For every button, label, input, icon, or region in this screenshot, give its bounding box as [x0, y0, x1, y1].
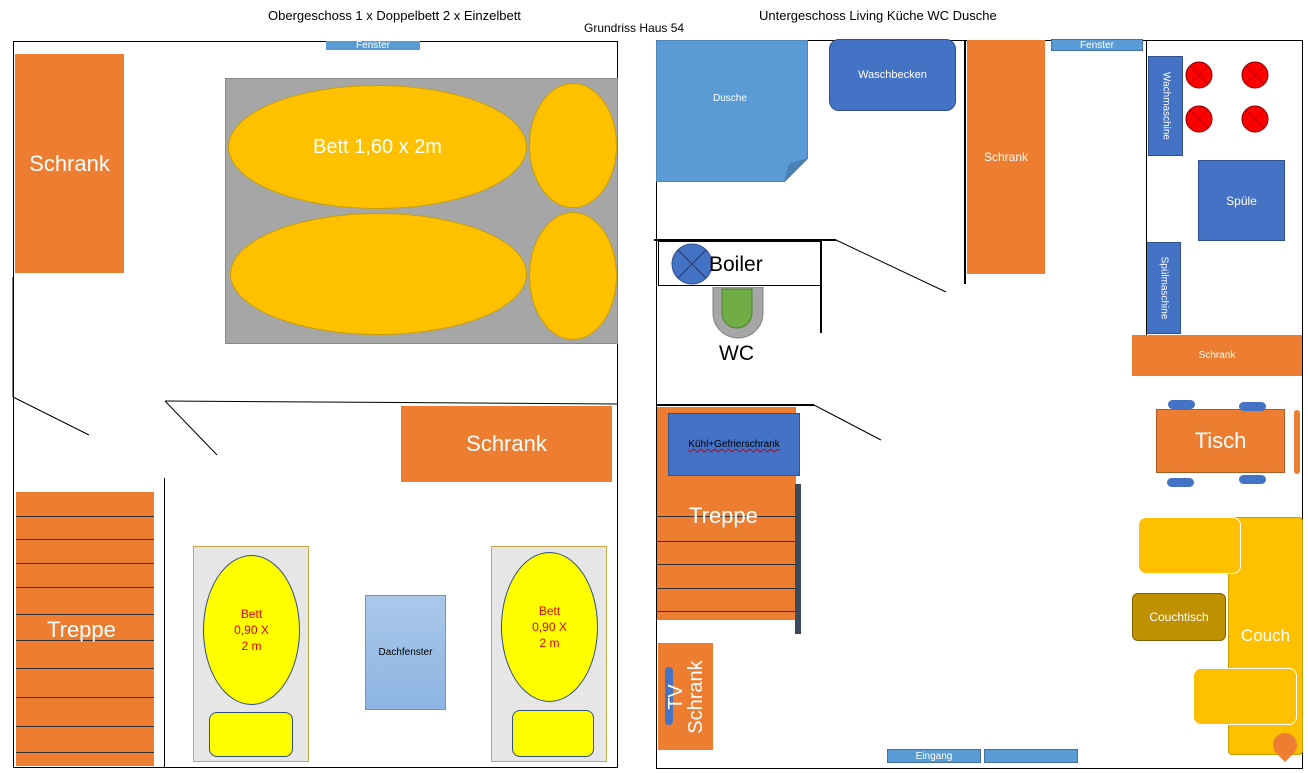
boiler-label: Boiler — [709, 253, 763, 276]
single-bed-2-mattress: Bett 0,90 X 2 m — [501, 552, 598, 702]
shower: Dusche — [656, 40, 808, 182]
lower-wall-1 — [964, 40, 966, 284]
lower-floor-title: Untergeschoss Living Küche WC Dusche — [759, 8, 997, 23]
entrance-right — [984, 749, 1078, 763]
upper-wardrobe-left: Schrank — [15, 54, 124, 273]
single-bed-2-pillow — [512, 710, 594, 757]
double-bed-pillow-1 — [529, 83, 617, 208]
stove — [1184, 60, 1270, 136]
dishwasher: Spülmaschine — [1146, 242, 1181, 334]
lower-window: Fenster — [1051, 39, 1143, 51]
toilet-icon — [712, 286, 764, 339]
boiler-icon — [671, 243, 713, 285]
double-bed-pillow-2 — [529, 212, 617, 340]
chair-4 — [1239, 475, 1266, 484]
lower-wardrobe-kitchen: Schrank — [1132, 335, 1302, 376]
upper-wardrobe-mid: Schrank — [401, 406, 612, 482]
skylight: Dachfenster — [365, 595, 446, 710]
lower-wall-5 — [1146, 40, 1147, 335]
lower-stairs: Treppe — [657, 476, 796, 620]
washing-machine-label: Wachmaschine — [1160, 72, 1171, 140]
lower-stairs-label: Treppe — [689, 503, 758, 528]
chair-3 — [1167, 478, 1194, 487]
upper-floor-title: Obergeschoss 1 x Doppelbett 2 x Einzelbe… — [268, 8, 521, 23]
plan-title: Grundriss Haus 54 — [584, 21, 685, 35]
couch-cushion-top — [1138, 517, 1241, 574]
entrance-left: Eingang — [887, 749, 981, 763]
dining-table: Tisch — [1156, 409, 1285, 473]
chair-2 — [1239, 402, 1266, 411]
couch-cushion-bottom — [1193, 668, 1297, 725]
double-bed-mattress-1: Bett 1,60 x 2m — [228, 85, 527, 209]
double-bed: Bett 1,60 x 2m — [225, 78, 618, 344]
shower-shape — [656, 40, 808, 182]
wc-label: WC — [719, 342, 754, 365]
lower-wall-2 — [654, 239, 836, 241]
stair-railing — [795, 484, 801, 634]
chair-5 — [1294, 410, 1300, 474]
lower-wall-4 — [656, 404, 814, 406]
fridge-front: Kühl+Gefrierschrank — [668, 413, 800, 476]
boiler-box: Boiler — [658, 241, 821, 286]
kitchen-sink: Spüle — [1198, 160, 1285, 241]
single-bed-1-mattress: Bett 0,90 X 2 m — [203, 555, 300, 705]
upper-wall-segment — [164, 478, 165, 767]
single-bed-1: Bett 0,90 X 2 m — [193, 546, 309, 762]
lower-wall-3 — [820, 240, 822, 333]
single-bed-2: Bett 0,90 X 2 m — [491, 546, 607, 762]
wc-toilet — [712, 286, 764, 339]
double-bed-mattress-2 — [230, 213, 527, 335]
upper-stairs-label: Treppe — [47, 617, 116, 642]
shower-label: Dusche — [713, 93, 747, 104]
stove-burners — [1185, 61, 1269, 133]
upper-window: Fenster — [326, 41, 420, 51]
washing-machine: Wachmaschine — [1148, 56, 1183, 156]
lower-wardrobe-tall: Schrank — [967, 40, 1045, 274]
tv-icon — [665, 667, 673, 725]
coffee-table: Couchtisch — [1132, 593, 1226, 641]
dishwasher-label: Spülmaschine — [1158, 256, 1169, 320]
washbasin: Waschbecken — [829, 39, 956, 111]
single-bed-1-pillow — [209, 712, 293, 757]
chair-1 — [1168, 400, 1195, 409]
upper-stairs: Treppe — [16, 492, 154, 766]
